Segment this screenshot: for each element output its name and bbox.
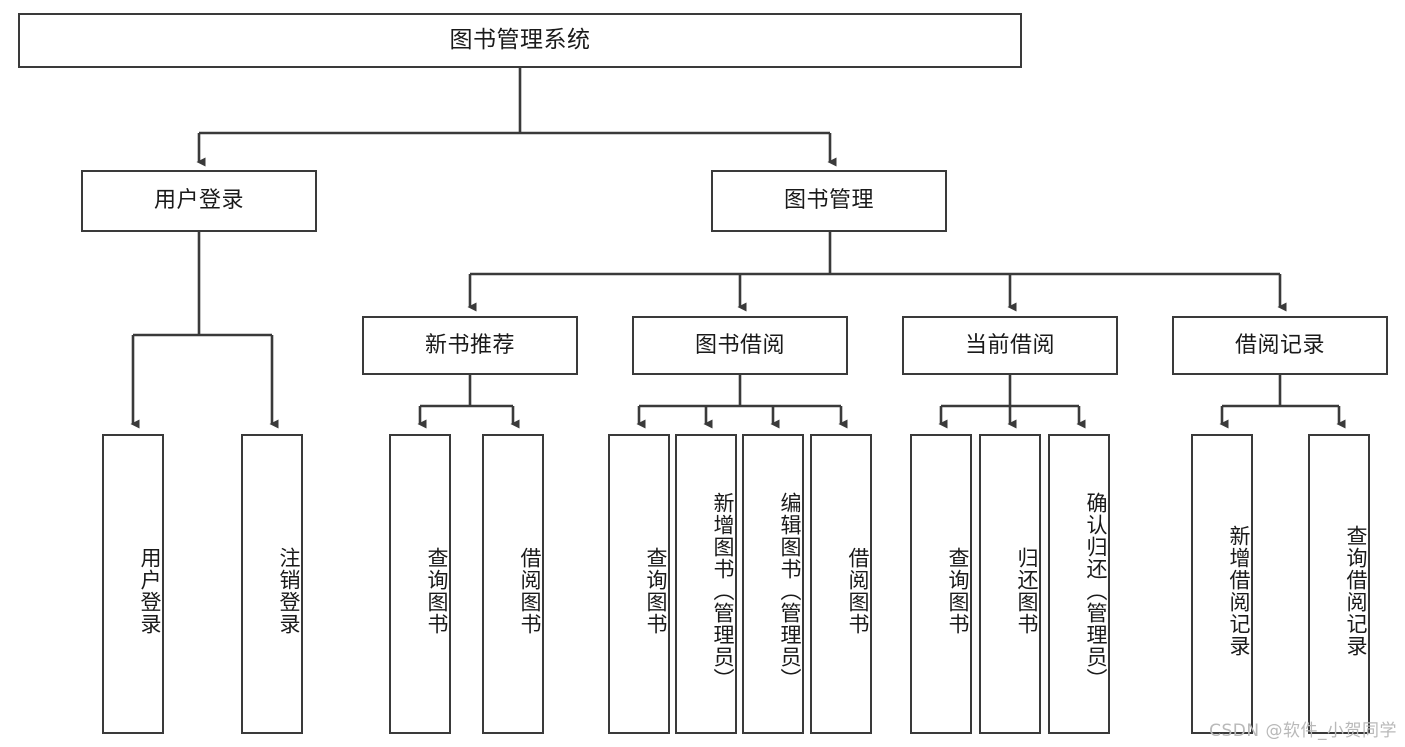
leaf-confirm-return[interactable]: 确认归还（管理员） bbox=[1048, 434, 1110, 734]
leaf-add-book[interactable]: 新增图书（管理员） bbox=[675, 434, 737, 734]
node-root-label: 图书管理系统 bbox=[449, 26, 591, 53]
node-borrow-record-label: 借阅记录 bbox=[1234, 332, 1325, 358]
leaf-borrow-book-1[interactable]: 借阅图书 bbox=[482, 434, 544, 734]
leaf-query-record[interactable]: 查询借阅记录 bbox=[1308, 434, 1370, 734]
csdn-watermark: CSDN @软件_小贺同学 bbox=[1209, 721, 1397, 741]
node-current-borrow[interactable]: 当前借阅 bbox=[902, 316, 1118, 375]
leaf-query-book-2[interactable]: 查询图书 bbox=[608, 434, 670, 734]
node-book-borrow[interactable]: 图书借阅 bbox=[632, 316, 848, 375]
leaf-query-book-1-label: 查询图书 bbox=[425, 547, 449, 635]
node-book-manage-label: 图书管理 bbox=[783, 188, 874, 214]
node-book-manage[interactable]: 图书管理 bbox=[711, 170, 947, 232]
node-borrow-record[interactable]: 借阅记录 bbox=[1172, 316, 1388, 375]
leaf-query-book-2-label: 查询图书 bbox=[644, 547, 668, 635]
leaf-return-book-label: 归还图书 bbox=[1015, 547, 1039, 635]
node-new-book-rec[interactable]: 新书推荐 bbox=[362, 316, 578, 375]
leaf-borrow-book-2-label: 借阅图书 bbox=[846, 547, 870, 635]
leaf-borrow-book-1-label: 借阅图书 bbox=[518, 547, 542, 635]
leaf-logout-label: 注销登录 bbox=[277, 547, 301, 635]
leaf-add-record-label: 新增借阅记录 bbox=[1227, 525, 1251, 657]
node-new-book-rec-label: 新书推荐 bbox=[424, 332, 515, 358]
leaf-add-book-label: 新增图书（管理员） bbox=[711, 492, 735, 690]
leaf-query-book-3-label: 查询图书 bbox=[946, 547, 970, 635]
leaf-user-login[interactable]: 用户登录 bbox=[102, 434, 164, 734]
leaf-user-login-label: 用户登录 bbox=[138, 547, 162, 635]
node-user-login-label: 用户登录 bbox=[153, 188, 244, 214]
node-user-login[interactable]: 用户登录 bbox=[81, 170, 317, 232]
leaf-logout[interactable]: 注销登录 bbox=[241, 434, 303, 734]
leaf-edit-book[interactable]: 编辑图书（管理员） bbox=[742, 434, 804, 734]
node-book-borrow-label: 图书借阅 bbox=[694, 332, 785, 358]
leaf-query-book-1[interactable]: 查询图书 bbox=[389, 434, 451, 734]
leaf-add-record[interactable]: 新增借阅记录 bbox=[1191, 434, 1253, 734]
leaf-edit-book-label: 编辑图书（管理员） bbox=[778, 492, 802, 690]
leaf-confirm-return-label: 确认归还（管理员） bbox=[1084, 492, 1108, 690]
node-root[interactable]: 图书管理系统 bbox=[18, 13, 1022, 68]
leaf-query-book-3[interactable]: 查询图书 bbox=[910, 434, 972, 734]
leaf-return-book[interactable]: 归还图书 bbox=[979, 434, 1041, 734]
leaf-query-record-label: 查询借阅记录 bbox=[1344, 525, 1368, 657]
leaf-borrow-book-2[interactable]: 借阅图书 bbox=[810, 434, 872, 734]
node-current-borrow-label: 当前借阅 bbox=[964, 332, 1055, 358]
